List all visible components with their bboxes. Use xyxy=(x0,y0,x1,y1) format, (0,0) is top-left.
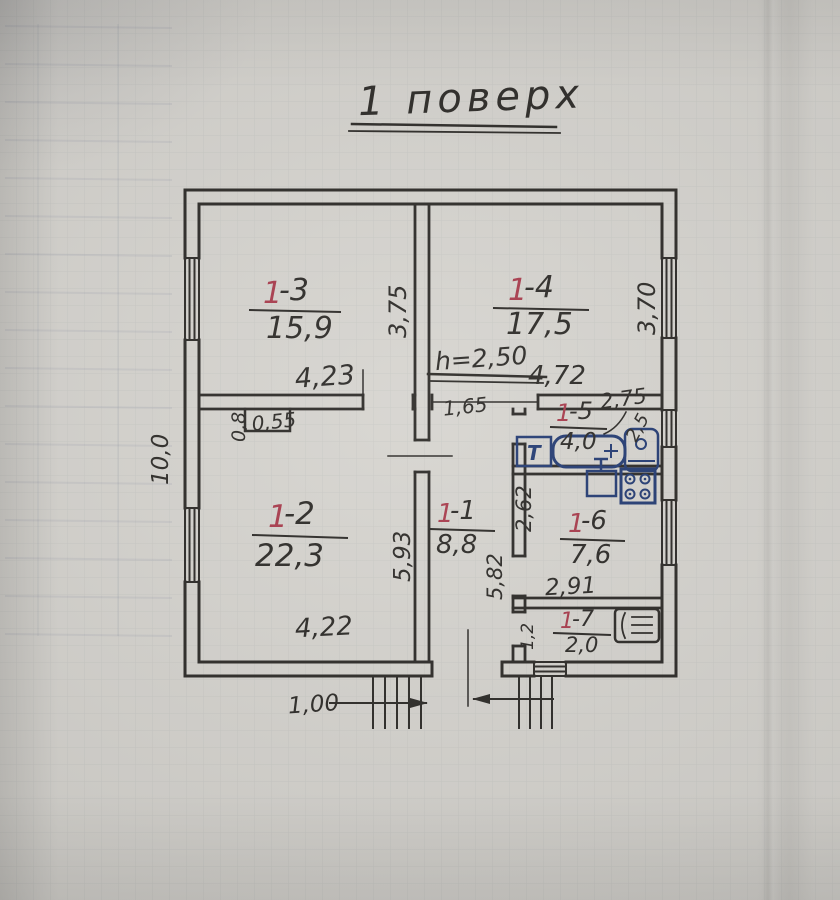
window-room12-left xyxy=(184,507,200,583)
room15-number: -5 xyxy=(569,397,593,425)
room12-number-red: 1 xyxy=(268,499,288,535)
room11-area: 8,8 xyxy=(436,530,477,560)
room11-number: -1 xyxy=(450,496,476,526)
room14-number-red: 1 xyxy=(508,273,527,308)
window-room14-right xyxy=(661,257,677,339)
flue-notch xyxy=(243,407,292,433)
plan-linework xyxy=(183,122,678,729)
window-bathroom-right xyxy=(661,409,677,448)
outer-walls xyxy=(183,188,678,678)
room13-number-red: 1 xyxy=(263,276,282,311)
room17-area: 2,0 xyxy=(565,633,598,657)
boiler xyxy=(613,607,661,644)
kitchen-sink-fixture xyxy=(585,457,618,498)
room17-number-red: 1 xyxy=(560,609,574,634)
room12-area: 22,3 xyxy=(255,538,324,574)
door-axis-marks xyxy=(362,369,539,707)
window-kitchen-right xyxy=(661,499,677,566)
room17-number: -7 xyxy=(572,607,594,632)
window-room13-left xyxy=(184,257,200,341)
stove-fixture xyxy=(619,467,657,505)
fraction-lines xyxy=(248,306,626,637)
dim-flue-width: 0,55 xyxy=(251,407,298,436)
room13-number: -3 xyxy=(279,273,309,308)
room16-area: 7,6 xyxy=(570,540,611,570)
interior-walls xyxy=(197,202,664,664)
windows xyxy=(184,257,677,677)
bath-depth-leader xyxy=(603,410,628,435)
arrowheads xyxy=(410,694,490,708)
water-heater-fixture xyxy=(515,435,553,468)
dim-room14-width: 4,72 xyxy=(528,361,586,391)
dim-kitchen-width: 2,91 xyxy=(544,573,597,602)
room14-number: -4 xyxy=(524,270,554,305)
dim-room13-depth: 3,75 xyxy=(384,285,412,338)
title-underline xyxy=(348,122,561,384)
dim-room13-width: 4,23 xyxy=(294,360,356,395)
room12-number: -2 xyxy=(284,496,315,532)
plumbing-fixtures xyxy=(515,427,660,505)
dim-flue-depth: 0,8 xyxy=(228,412,250,442)
page-title: 1 поверх xyxy=(357,71,585,125)
dim-door-height: h=2,50 xyxy=(434,341,528,376)
reverse-side-bleed-through xyxy=(4,24,173,637)
room15-area: 4,0 xyxy=(560,429,597,455)
room16-number-red: 1 xyxy=(568,509,585,539)
dim-total-depth: 10,0 xyxy=(148,434,174,485)
room16-number: -6 xyxy=(581,506,607,536)
handwritten-labels: 1 поверх 1 -3 15,9 3,75 4,23 1 -4 17,5 3… xyxy=(148,71,661,719)
arrowhead-right xyxy=(410,698,428,708)
dim-hall-width: 1,65 xyxy=(442,392,489,421)
room11-number-red: 1 xyxy=(437,499,454,529)
washbasin-fixture xyxy=(623,427,660,473)
window-room17-bottom xyxy=(533,661,567,677)
water-heater-label: Т xyxy=(527,441,542,465)
room14-area: 17,5 xyxy=(506,307,573,342)
dim-room17-depth: 1,2 xyxy=(518,623,538,650)
room13-area: 15,9 xyxy=(266,311,333,346)
door-height-underline xyxy=(426,372,548,379)
dim-room12-depth: 5,93 xyxy=(390,531,416,582)
dim-room14-depth: 3,70 xyxy=(633,282,661,335)
arrowhead-left xyxy=(472,694,490,704)
dim-hall-length: 5,82 xyxy=(483,553,507,600)
dim-porch-width: 1,00 xyxy=(287,690,340,720)
room15-number-red: 1 xyxy=(556,399,571,427)
dim-kitchen-depth: 2,62 xyxy=(512,485,536,532)
dim-room12-width: 4,22 xyxy=(294,611,353,644)
